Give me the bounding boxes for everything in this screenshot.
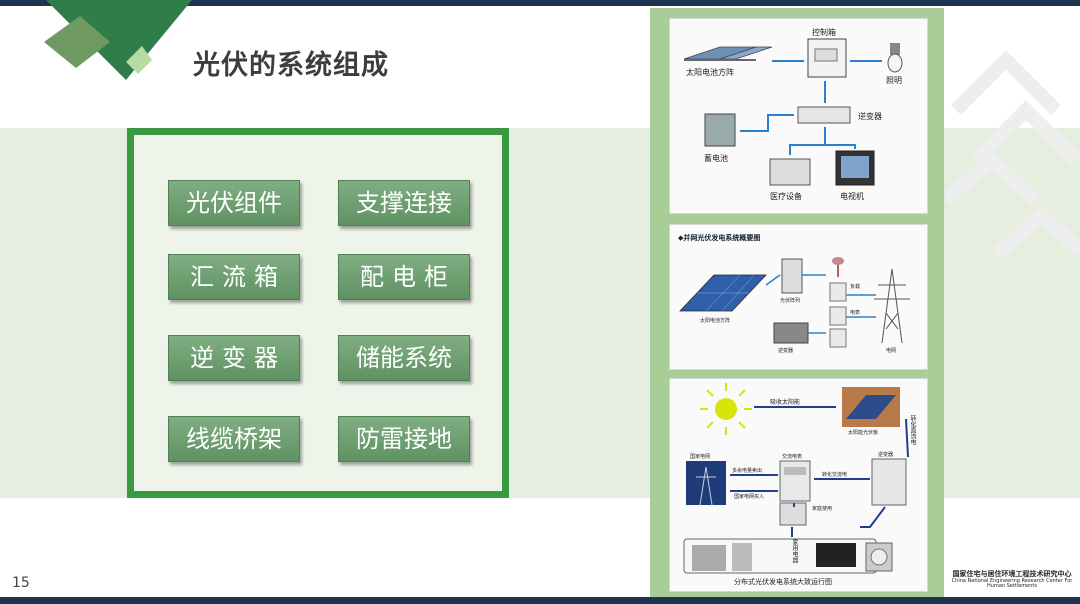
label-home-use: 家庭使用 — [812, 506, 833, 512]
pv-inverter-icon — [871, 458, 907, 506]
label-appliances: 家用电器 — [791, 539, 798, 563]
tv-set-icon — [816, 543, 856, 567]
label-grid-solar: 太阳电池方阵 — [700, 318, 731, 324]
watermark-logo — [946, 50, 1080, 261]
page-title: 光伏的系统组成 — [193, 50, 389, 81]
label-grid: 电网 — [886, 348, 897, 354]
bottom-border-bar — [0, 597, 1080, 604]
range-hood-icon — [692, 545, 726, 571]
inverter-box-icon — [773, 322, 809, 344]
meter2-box-icon — [829, 328, 847, 348]
label-buy-grid: 国家电网买入 — [734, 494, 765, 500]
lamp-icon — [832, 257, 844, 277]
grid-diagram-title: ◆并网光伏发电系统概要图 — [678, 234, 761, 242]
label-meter: 电表 — [850, 310, 861, 316]
pv-array-box-icon — [781, 258, 803, 294]
label-medical: 医疗设备 — [770, 192, 802, 201]
medical-device-icon — [769, 158, 811, 186]
component-distribution-cabinet[interactable]: 配电柜 — [338, 254, 470, 300]
component-storage[interactable]: 储能系统 — [338, 335, 470, 381]
component-lightning-grounding[interactable]: 防雷接地 — [338, 416, 470, 462]
load-box-icon — [829, 282, 847, 302]
slide-number: 15 — [12, 575, 30, 591]
label-absorb-sun: 吸收太阳能 — [770, 399, 801, 406]
distributed-diagram-graphic — [683, 383, 909, 574]
distributed-pv-diagram: 吸收太阳能 太阳能光伏板 转化直流电 国家电网 交流电表 逆变器 多余电量卖出 … — [669, 378, 928, 592]
solar-array-icon — [683, 46, 773, 61]
pylon-icon — [874, 268, 910, 344]
component-inverter[interactable]: 逆变器 — [168, 335, 300, 381]
org-logo-text: 国家住宅与居住环境工程技术研究中心 China National Enginee… — [948, 570, 1076, 590]
label-control-box: 控制箱 — [812, 28, 836, 37]
label-pv-panel: 太阳能光伏板 — [848, 430, 879, 436]
sun-icon — [700, 383, 752, 435]
label-battery: 蓄电池 — [704, 154, 728, 163]
label-load: 负载 — [850, 284, 861, 290]
component-cable-tray[interactable]: 线缆桥架 — [168, 416, 300, 462]
label-sell-excess: 多余电量卖出 — [732, 468, 763, 474]
offgrid-system-diagram: 太阳电池方阵 控制箱 照明 逆变器 蓄电池 医疗设备 电视机 — [669, 18, 928, 214]
meter-box-icon — [829, 306, 847, 326]
corner-decoration — [44, 0, 192, 80]
label-tv: 电视机 — [840, 192, 864, 201]
label-solar-array: 太阳电池方阵 — [686, 68, 734, 77]
component-pv-module[interactable]: 光伏组件 — [168, 180, 300, 226]
component-combiner-box[interactable]: 汇流箱 — [168, 254, 300, 300]
control-box-icon — [807, 38, 847, 78]
grid-connected-diagram: ◆并网光伏发电系统概要图 太阳电池方阵 光伏阵列 逆变器 负载 电表 电网 — [669, 224, 928, 370]
org-name-en: China National Engineering Research Cent… — [951, 577, 1073, 590]
label-inverter: 逆变器 — [858, 112, 882, 121]
bulb-icon — [887, 43, 903, 73]
label-to-dc: 转化直流电 — [909, 415, 916, 445]
label-national-grid: 国家电网 — [690, 454, 711, 460]
org-name-cn: 国家住宅与居住环境工程技术研究中心 — [952, 570, 1072, 578]
top-border-bar — [0, 0, 1080, 6]
label-pv-array: 光伏阵列 — [780, 298, 801, 304]
label-to-ac: 转化交流电 — [822, 472, 848, 478]
offgrid-diagram-graphic — [683, 38, 903, 186]
inverter-icon — [797, 106, 851, 124]
component-support[interactable]: 支撑连接 — [338, 180, 470, 226]
battery-icon — [704, 113, 736, 147]
label-ac-meter: 交流电表 — [782, 454, 803, 460]
grid-diagram-graphic — [679, 257, 910, 348]
label-lighting: 照明 — [886, 76, 902, 85]
label-grid-inverter: 逆变器 — [778, 348, 794, 354]
label-pv-inverter: 逆变器 — [878, 452, 894, 458]
diagram-caption: 分布式光伏发电系统大致运行图 — [734, 578, 832, 586]
fridge-icon — [732, 543, 752, 571]
